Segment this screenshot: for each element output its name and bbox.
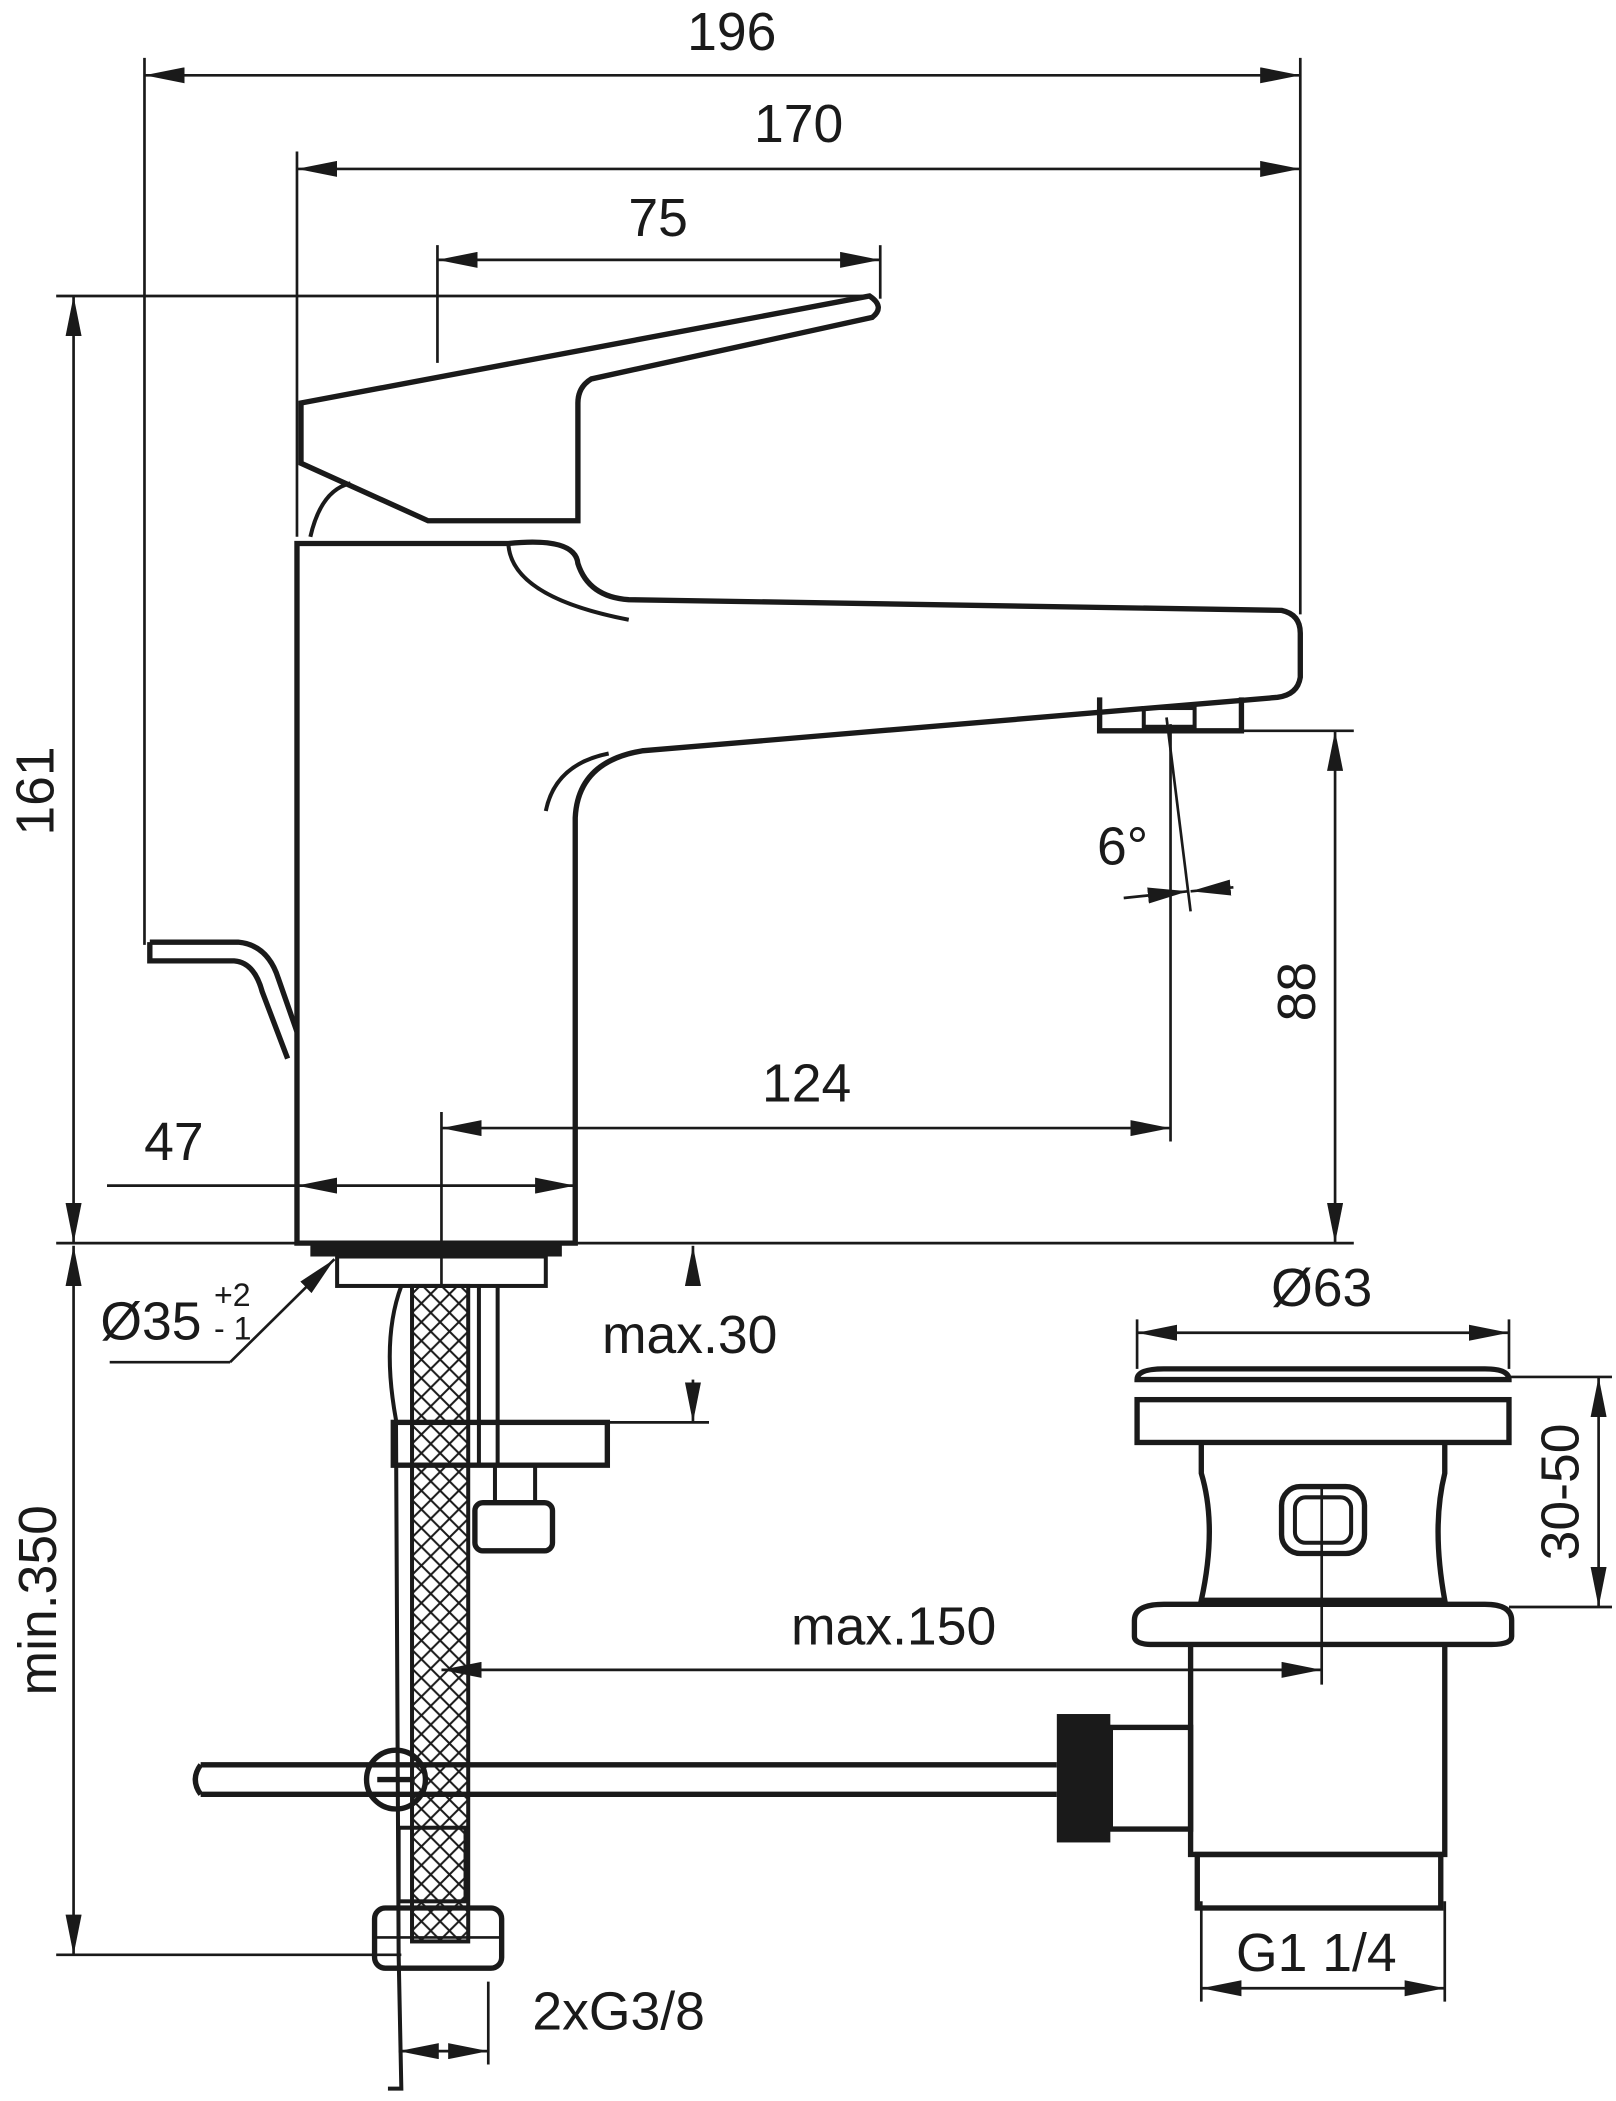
dim-waste-diameter: Ø63 [1271,1259,1372,1318]
dim-max-deck: max.30 [602,1306,777,1365]
dim-min-hose: min.350 [9,1505,68,1695]
dim-waste-thread: G1 1/4 [1236,1924,1397,1983]
dim-hole-diameter: Ø35 [100,1292,201,1351]
pop-up-lever [147,939,300,1060]
dim-hole-tol-plus: +2 [214,1277,251,1313]
dim-hole-tol-minus: - 1 [214,1310,251,1346]
dim-waste-height: 30-50 [1532,1424,1591,1561]
dim-handle-length: 75 [628,189,688,248]
dim-spout-projection: 124 [762,1054,851,1113]
dim-spout-height: 88 [1268,962,1327,1022]
base-plate [310,1243,562,1257]
handle [298,293,881,524]
dim-spray-angle: 6° [1097,818,1148,877]
faucet-body [147,293,1303,1288]
dim-overall-height: 161 [7,746,66,835]
dimension-lines [65,67,1607,2060]
pop-up-rod [192,1747,1057,1812]
dim-body-width: 47 [144,1113,204,1172]
dim-max-rod: max.150 [791,1597,996,1656]
dim-overall-width: 196 [687,3,776,62]
waste-drain [1056,1366,1515,1911]
hoses-and-fixing [371,1283,611,2091]
drain-slot [1278,1483,1368,1557]
dim-hose-connection: 2xG3/8 [532,1983,705,2042]
aerator [1096,697,1245,734]
dimension-labels: 196 170 75 161 6° 88 124 47 Ø35 +2 - 1 m… [7,3,1591,2042]
rod-connector [1056,1714,1111,1843]
dim-spout-width: 170 [754,95,843,154]
